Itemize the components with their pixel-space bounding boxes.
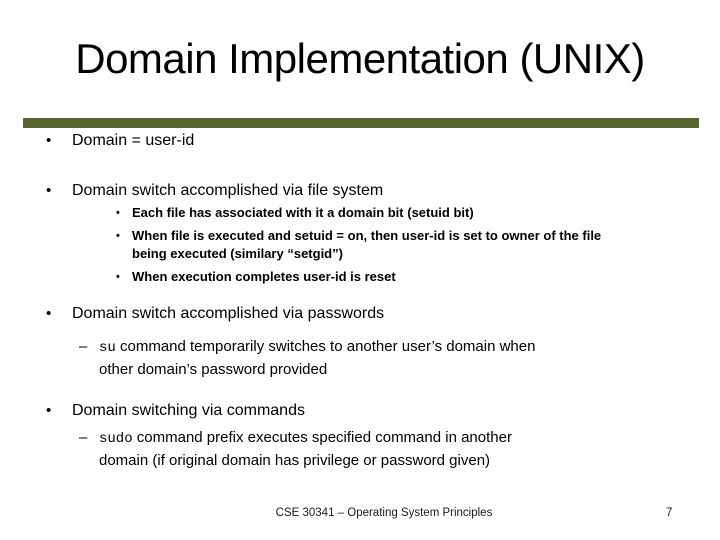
slide-title: Domain Implementation (UNIX) (75, 35, 645, 82)
sub-bullet-group: • Each file has associated with it a dom… (0, 204, 720, 286)
bullet-icon: • (46, 305, 52, 322)
bullet-text: Domain = user-id (72, 132, 195, 149)
sub-bullet-text-rest: command prefix executes specified comman… (132, 429, 512, 446)
sub-bullet-text: domain (if original domain has privilege… (99, 452, 491, 469)
sub-bullet-item: • When execution completes user-id is re… (0, 268, 720, 286)
sub-bullet-item: – sudo command prefix executes specified… (0, 427, 720, 471)
footer-text: CSE 30341 – Operating System Principles (275, 507, 493, 519)
dash-icon: – (79, 338, 88, 355)
bullet-icon: • (46, 402, 52, 419)
sub-bullet-text: sudo command prefix executes specified c… (99, 427, 660, 450)
sub-bullet-text: When execution completes user-id is rese… (132, 269, 396, 284)
bullet-icon: • (46, 132, 52, 149)
title-rule (23, 118, 699, 128)
bullet-icon: • (116, 230, 120, 242)
sub-bullet-text-rest: command temporarily switches to another … (115, 338, 536, 355)
bullet-icon: • (116, 207, 120, 219)
page-number: 7 (666, 507, 673, 519)
bullet-item: • Domain switch accomplished via passwor… (0, 304, 720, 324)
sub-bullet-item: • Each file has associated with it a dom… (0, 204, 720, 222)
bullet-icon: • (46, 182, 52, 199)
bullet-item: • Domain = user-id (0, 131, 720, 151)
sub-bullet-text: When file is executed and setuid = on, t… (132, 228, 602, 243)
sub-bullet-text: su command temporarily switches to anoth… (99, 336, 660, 359)
bullet-item: • Domain switching via commands (0, 401, 720, 421)
dash-icon: – (79, 429, 88, 446)
command-text: sudo (99, 431, 133, 447)
bullet-icon: • (116, 271, 120, 283)
bullet-text: Domain switch accomplished via file syst… (72, 182, 384, 199)
command-text: su (99, 340, 116, 356)
sub-bullet-text: other domain’s password provided (99, 361, 328, 378)
sub-bullet-item: • When file is executed and setuid = on,… (0, 227, 720, 263)
sub-bullet-text: Each file has associated with it a domai… (132, 205, 474, 220)
bullet-text: Domain switch accomplished via passwords (72, 305, 385, 322)
sub-bullet-item: – su command temporarily switches to ano… (0, 336, 720, 380)
sub-bullet-text: being executed (similary “setgid”) (132, 246, 343, 261)
bullet-item: • Domain switch accomplished via file sy… (0, 181, 720, 201)
bullet-text: Domain switching via commands (72, 402, 305, 419)
